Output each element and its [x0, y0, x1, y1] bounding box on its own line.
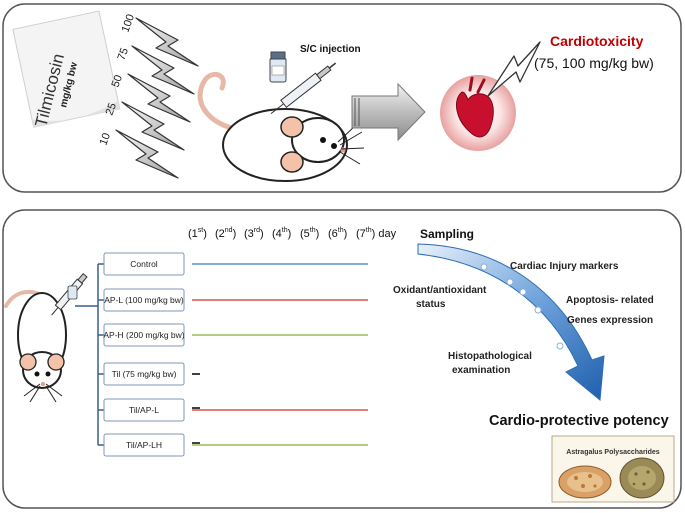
endpoint-label: Histopathological [448, 351, 532, 362]
dose-label-75: 75 [116, 46, 131, 62]
outcome-detail: (75, 100 mg/kg bw) [534, 55, 654, 71]
rat-illustration [197, 71, 365, 182]
bolt-icon [115, 129, 179, 179]
day-label: (3rd) [244, 227, 264, 240]
group-box-control [103, 252, 185, 276]
day-label: (5th) [300, 227, 319, 240]
dose-label-100: 100 [120, 13, 138, 34]
day-label: (1st) [188, 227, 207, 240]
sampling-title: Sampling [420, 227, 474, 241]
group-box-til-ap-lh [103, 433, 185, 457]
rat-illustration [4, 272, 88, 403]
group-label: AP-L (100 mg/kg bw) [104, 295, 184, 305]
heart-icon [455, 76, 494, 138]
timelines [192, 263, 368, 446]
bolt-icon [487, 41, 541, 97]
route-label: S/C injection [300, 44, 361, 55]
group-label: Til/AP-LH [126, 440, 162, 450]
bolt-icon [127, 73, 191, 123]
group-box-til-ap-l [103, 398, 185, 422]
endpoint-label: Genes expression [567, 315, 653, 326]
day-label: (7th) day [356, 227, 397, 240]
drug-card [12, 10, 121, 128]
group-label: Til (75 mg/kg bw) [112, 369, 177, 379]
bolt-icon [135, 17, 199, 67]
day-header: (1st) (2nd) (3rd) (4th) (5th) (6th) (7th… [188, 227, 397, 240]
endpoint-label: status [416, 299, 446, 310]
group-box-ap-h [103, 323, 185, 347]
conclusion-title: Cardio-protective potency [489, 413, 669, 429]
process-arrow [351, 82, 426, 142]
group-label: AP-H (200 mg/kg bw) [103, 330, 184, 340]
dose-label-10: 10 [98, 131, 113, 147]
outcome-title: Cardiotoxicity [550, 33, 644, 49]
endpoint-labels: Cardiac Injury markers Oxidant/antioxida… [393, 261, 654, 376]
dose-bolts [115, 17, 199, 179]
endpoint-label: Apoptosis- related [566, 295, 654, 306]
timepoint-markers [480, 263, 564, 350]
sampling-curve-arrow [417, 243, 605, 401]
astragalus-product-image: Astragalus Polysaccharides [551, 435, 675, 503]
endpoint-label: Oxidant/antioxidant [393, 285, 487, 296]
syringe-icon [269, 51, 337, 115]
group-label: Control [130, 259, 158, 269]
day-label: (4th) [272, 227, 291, 240]
day-label: (6th) [328, 227, 347, 240]
dose-label-25: 25 [104, 101, 119, 117]
group-boxes: Control AP-L (100 mg/kg bw) AP-H (200 mg… [103, 252, 185, 457]
endpoint-label: Cardiac Injury markers [510, 261, 619, 272]
endpoint-label: examination [452, 365, 510, 376]
bolt-icon [131, 45, 195, 95]
group-label: Til/AP-L [129, 405, 159, 415]
group-box-til [103, 362, 185, 386]
dose-label-50: 50 [110, 73, 125, 89]
product-label: Astragalus Polysaccharides [566, 449, 659, 456]
day-label: (2nd) [215, 227, 236, 240]
group-tree [75, 263, 104, 446]
group-box-ap-l [103, 288, 185, 312]
bolt-icon [121, 101, 185, 151]
